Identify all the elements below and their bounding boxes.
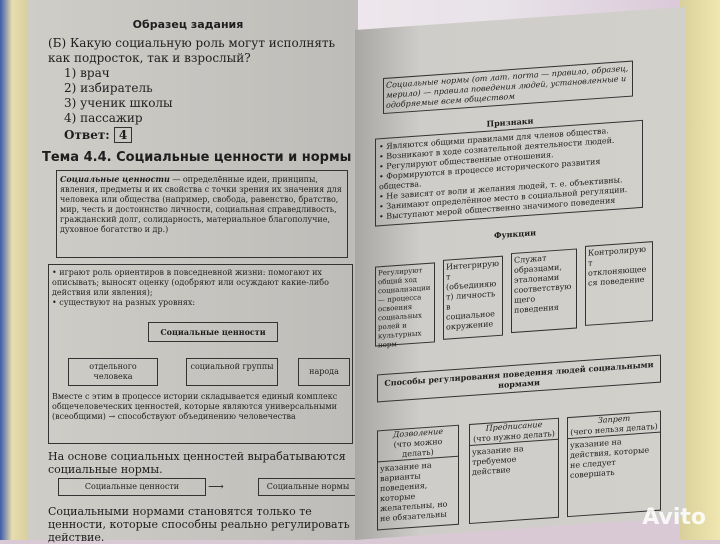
universal-text: Вместе с этим в процессе истории складыв… [52, 392, 338, 421]
function-box: Регулируют общий ход социализации — проц… [375, 262, 435, 349]
arrow-right-icon: ⟶ [208, 480, 224, 493]
book-edge-left [0, 0, 30, 540]
flow-box: Социальные ценности [58, 478, 206, 496]
option: 2) избиратель [64, 81, 153, 95]
level-box: социальной группы [186, 358, 278, 386]
sample-title: Образец задания [132, 18, 244, 31]
left-page: Образец задания (Б) Какую социальную рол… [28, 0, 358, 544]
method-box: Запрет (чего нельзя делать) указание на … [567, 410, 661, 518]
avito-watermark: Avito [642, 505, 706, 530]
roles-box: • играют роль ориентиров в повседневной … [48, 264, 353, 444]
answer-label: Ответ: [64, 128, 110, 142]
flow-box: Социальные нормы [258, 478, 358, 496]
function-box: Контролируют отклоняющееся поведение [585, 241, 653, 326]
definition-text: — определённые идеи, принципы, явления, … [60, 175, 342, 234]
option: 1) врач [64, 66, 110, 80]
norms-definition-box: Социальные нормы (от лат. norma — правил… [383, 60, 633, 115]
closing-text: Социальными нормами становятся только те… [48, 505, 350, 544]
level-box: народа [298, 358, 350, 386]
definition-box: Социальные ценности — определённые идеи,… [56, 170, 348, 258]
answer: Ответ: 4 [64, 127, 133, 143]
option: 3) ученик школы [64, 96, 173, 110]
method-box: Предписание (что нужно делать) указание … [469, 417, 559, 525]
signs-box: • Являются общими правилами для членов о… [375, 119, 643, 227]
levels-root: Социальные ценности [148, 322, 278, 342]
method-desc: указание на варианты поведения, которые … [378, 455, 458, 527]
topic-title: Тема 4.4. Социальные ценности и нормы [42, 150, 352, 165]
methods-title: Способы регулирования поведения людей со… [377, 354, 661, 403]
definition-term: Социальные ценности [60, 174, 170, 184]
method-box: Дозволение (что можно делать) указание н… [377, 424, 459, 531]
functions-title: Функции [493, 227, 537, 241]
method-desc: указание на действия, которые не следует… [568, 431, 660, 484]
level-box: отдельного человека [68, 358, 158, 386]
roles-text-2: • существуют на разных уровнях: [52, 298, 196, 307]
function-box: Служат образцами, эталонами соответствую… [511, 248, 577, 334]
question: (Б) Какую социальную роль могут исполнят… [48, 36, 336, 65]
answer-value: 4 [113, 127, 133, 143]
options-list: 1) врач 2) избиратель 3) ученик школы 4)… [64, 66, 173, 126]
basis-text: На основе социальных ценностей вырабатыв… [48, 450, 346, 476]
method-desc: указание на требуемое действие [470, 438, 558, 480]
option: 4) пассажир [64, 111, 143, 125]
function-box: Интегрируют (объединяют) личность в соци… [443, 255, 503, 340]
right-page: Социальные нормы (от лат. norma — правил… [355, 6, 685, 541]
roles-text-1: • играют роль ориентиров в повседневной … [52, 268, 329, 297]
book-edge-right [680, 0, 720, 540]
